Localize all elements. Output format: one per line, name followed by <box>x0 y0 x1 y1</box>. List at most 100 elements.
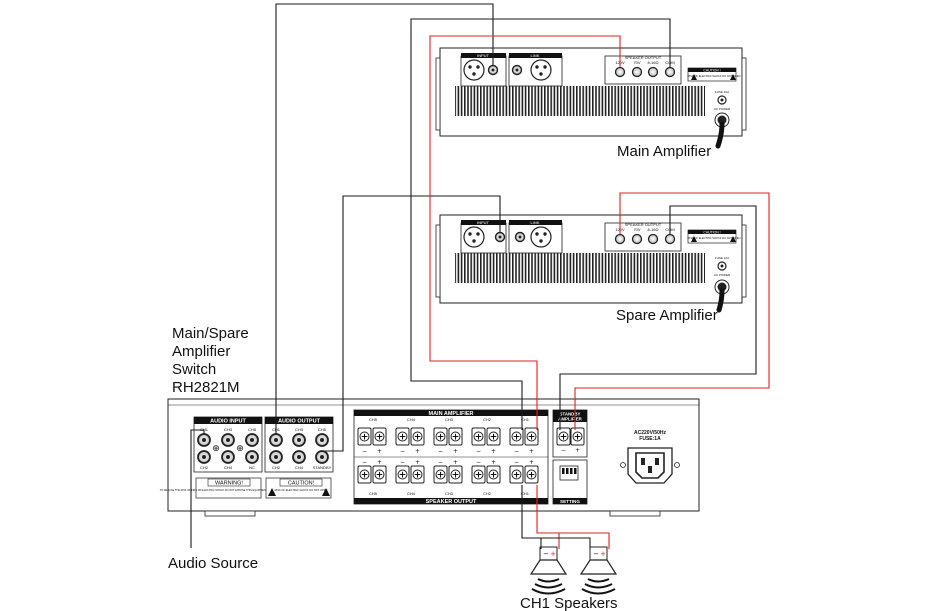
speaker-output-channel-label: CH4 <box>407 491 416 496</box>
main-amp-caution-text: RISK OF ELECTRIC SHOCK DO NOT OPEN <box>688 74 741 78</box>
caution-label-title: CAUTION! <box>288 481 315 487</box>
speaker-output-terminal-negative: + <box>433 465 448 484</box>
main-amp-terminal-positive: + <box>448 427 463 446</box>
spare-amp-fuse-label: FUSE 10A <box>715 256 729 260</box>
spare-amplifier-label: Spare Amplifier <box>616 307 718 324</box>
plus-screw-icon: + <box>399 471 407 481</box>
terminal-main-amplifier-label: MAIN AMPLIFIER <box>428 411 473 417</box>
audio-input-ch2-label: CH2 <box>200 465 209 470</box>
audio-input-ch3-label: CH3 <box>224 427 233 432</box>
main-amp-terminal-negative: + <box>395 427 410 446</box>
spare-amp-tap-70v: 70V <box>633 227 640 232</box>
speaker-output-terminal-negative: + <box>357 465 372 484</box>
wire-spare-amp-120v <box>574 192 770 430</box>
wire-audio-to-spare-amp <box>322 195 501 452</box>
polarity-positive-mark: + <box>491 448 496 455</box>
polarity-negative-mark: − <box>514 448 519 455</box>
warning-triangle-icon <box>730 74 736 80</box>
ground-screw-icon: ⊕ <box>212 443 220 453</box>
wire-audio-to-main-amp <box>275 3 494 434</box>
wires <box>190 3 770 549</box>
spare-amplifier: INPUT LINK SPEAKER OUTPUT 120V 70V 8-16Ω… <box>435 214 747 324</box>
switch-title-line-2: Amplifier <box>172 343 230 360</box>
audio-output-ch3-label: CH3 <box>295 427 304 432</box>
switch-foot-right <box>609 510 661 517</box>
wire-spare-amp-com <box>559 205 757 430</box>
speaker-icon: − + <box>529 546 568 595</box>
ch1-speakers: − + − + CH1 Speakers <box>520 546 618 611</box>
main-amp-speaker-output-label: SPEAKER OUTPUT <box>625 55 662 60</box>
polarity-positive-mark: + <box>415 448 420 455</box>
main-amp-input-label: INPUT <box>477 53 490 58</box>
spare-amp-power-plug <box>717 282 727 292</box>
polarity-negative-mark: − <box>438 459 443 466</box>
main-amplifier-label: Main Amplifier <box>617 143 711 160</box>
standby-amplifier-label: AMPLIFIER <box>558 417 582 422</box>
plus-screw-icon: + <box>399 433 407 443</box>
warning-triangle-icon <box>268 488 276 496</box>
polarity-positive-mark: + <box>529 448 534 455</box>
speaker-output-channel-label: CH5 <box>369 491 378 496</box>
main-amp-caution-label: CAUTION ! <box>703 69 720 73</box>
main-amp-fuse-label: FUSE 10A <box>715 90 729 94</box>
plus-screw-icon: + <box>414 433 422 443</box>
svg-text:+: + <box>574 433 582 443</box>
speaker-output-terminal-positive: + <box>486 465 501 484</box>
wire-audio-source <box>190 429 205 548</box>
polarity-positive-mark: + <box>453 448 458 455</box>
audio-output-ch5-label: CH5 <box>318 427 327 432</box>
spare-amp-xlr-input <box>463 226 485 248</box>
audio-input-ch5-label: CH5 <box>248 427 257 432</box>
ac-power-inlet <box>620 447 680 484</box>
wire-speaker-2-negative <box>522 537 591 549</box>
svg-text:−: − <box>593 550 599 558</box>
polarity-negative-mark: − <box>400 448 405 455</box>
svg-text:−: − <box>561 447 566 454</box>
svg-text:+: + <box>560 433 568 443</box>
polarity-positive-mark: + <box>491 459 496 466</box>
plus-screw-icon: + <box>414 471 422 481</box>
setting-label: SETTING <box>560 499 580 504</box>
speaker-output-terminal-positive: + <box>372 465 387 484</box>
main-amp-tap-8ohm: 8-16Ω <box>648 60 659 65</box>
warning-triangle-icon <box>322 488 330 496</box>
audio-output-standby-label: STANDBY <box>313 465 332 470</box>
plus-screw-icon: + <box>475 433 483 443</box>
audio-source-label: Audio Source <box>168 555 258 572</box>
main-amp-channel-label: CH3 <box>445 417 454 422</box>
plus-screw-icon: + <box>490 471 498 481</box>
speaker-output-terminal-positive: + <box>524 465 539 484</box>
caution-label-text: RISK OF ELECTRIC SHOCK DO NOT OPEN <box>275 488 328 492</box>
polarity-negative-mark: − <box>476 459 481 466</box>
polarity-positive-mark: + <box>377 448 382 455</box>
warning-triangle-icon <box>730 236 736 242</box>
speaker-output-terminal-negative: + <box>471 465 486 484</box>
svg-text:−: − <box>543 550 549 558</box>
polarity-positive-mark: + <box>377 459 382 466</box>
main-amp-terminal-negative: + <box>509 427 524 446</box>
warning-triangle-icon <box>691 74 697 80</box>
switch-foot-left <box>204 510 256 517</box>
terminal-speaker-output-label: SPEAKER OUTPUT <box>426 499 477 505</box>
main-amp-xlr-input <box>463 59 485 81</box>
plus-screw-icon: + <box>528 433 536 443</box>
polarity-negative-mark: − <box>362 448 367 455</box>
plus-screw-icon: + <box>513 471 521 481</box>
main-amp-terminal-positive: + <box>486 427 501 446</box>
standby-terminal-pair: + + − + <box>556 427 585 454</box>
polarity-positive-mark: + <box>529 459 534 466</box>
standby-label: STANDBY <box>560 412 581 417</box>
main-amp-tap-70v: 70V <box>633 60 640 65</box>
spare-amp-caution-label: CAUTION ! <box>703 231 720 235</box>
fuse-rating-label: FUSE:1A <box>639 436 661 442</box>
main-amp-channel-label: CH2 <box>483 417 492 422</box>
spare-amp-power-label: AC POWER <box>714 273 731 277</box>
main-amp-terminal-negative: + <box>471 427 486 446</box>
speaker-icon: − + <box>579 546 618 595</box>
speaker-output-terminal-negative: + <box>509 465 524 484</box>
wire-speaker-2-positive <box>559 532 610 549</box>
